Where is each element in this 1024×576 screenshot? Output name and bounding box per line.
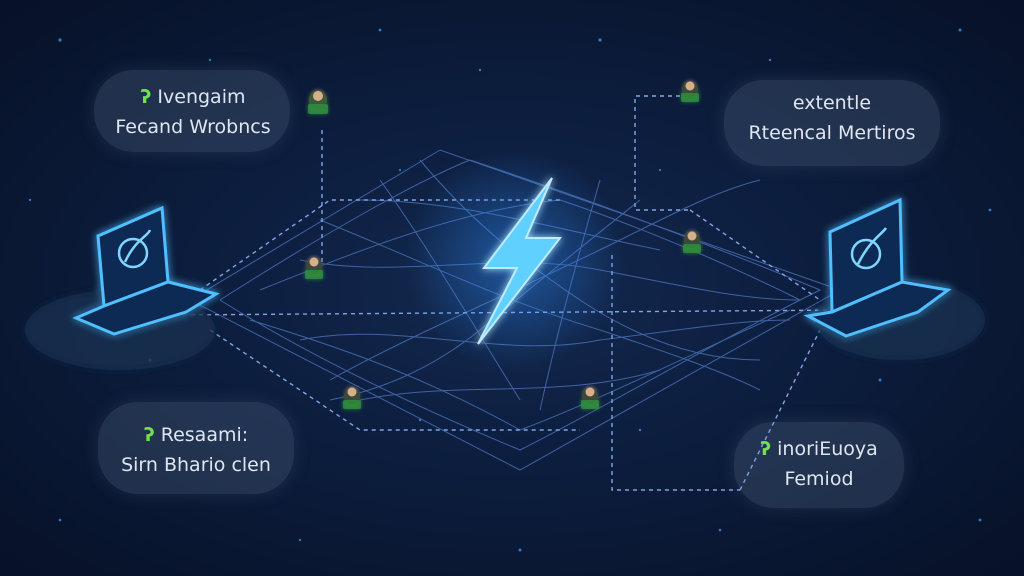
miner-node-icon [343, 387, 361, 409]
callout-mark: ʔ [143, 424, 155, 446]
callout-cloud-top-right [724, 80, 940, 166]
miner-node-icon [681, 81, 699, 102]
callout-cloud-bottom-left [98, 402, 294, 494]
callout-cloud-bottom-right [734, 422, 904, 508]
callout-line-2: Rteencal Mertiros [748, 122, 916, 144]
callout-bottom-left: ʔ Resaami: Sirn Bhario clen [100, 420, 292, 480]
callout-line-2: Fecand Wrobncs [115, 116, 271, 138]
callout-top-left: ʔ Ivengaim Fecand Wrobncs [100, 82, 286, 142]
lightning-bolt-icon [405, 150, 625, 370]
miner-node-icon [308, 91, 328, 114]
callout-line-1: ʔ Ivengaim [140, 86, 246, 108]
callout-top-right: extentle Rteencal Mertiros [726, 88, 938, 148]
callout-line-2: Sirn Bhario clen [121, 454, 271, 476]
miner-node-icon [683, 231, 701, 253]
callout-mark: ʔ [140, 86, 152, 108]
miner-node-icon [581, 387, 599, 409]
laptop-icon [803, 197, 985, 360]
callout-line-1: ʔ inoriEuoya [760, 438, 878, 460]
callout-cloud-top-left [94, 70, 290, 152]
callout-mark: ʔ [760, 438, 772, 460]
callout-line-1: extentle [792, 92, 872, 114]
miner-node-icon [305, 257, 323, 279]
callout-bottom-right: ʔ inoriEuoya Femiod [736, 434, 902, 494]
callout-line-2: Femiod [784, 468, 854, 490]
background-stars [28, 28, 992, 552]
callout-line-1: ʔ Resaami: [143, 424, 249, 446]
laptop-icon [25, 205, 220, 370]
